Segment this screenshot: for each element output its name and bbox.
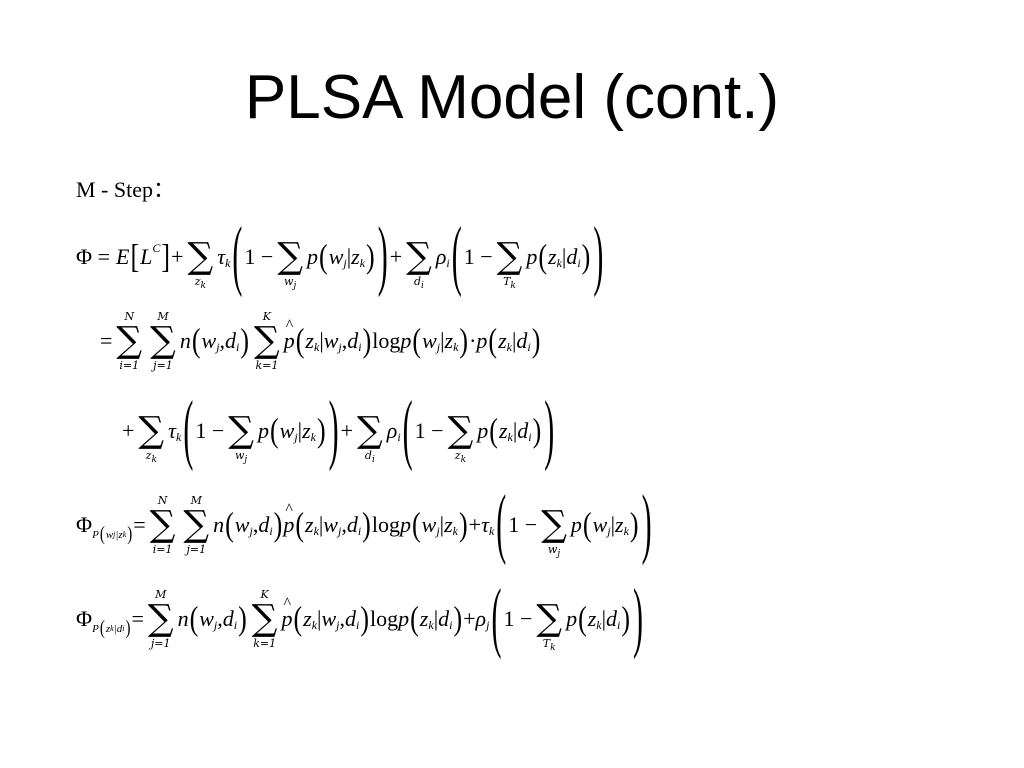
equation-phi-p-w-given-z: Φ P(wj|zk) = N∑i=1 M∑j=1 n(wj , di) p(zk… [76,480,654,570]
equation-phi-p-z-given-d: Φ P(zk|di) = M∑j=1 n(wj , di) K∑k=1 p(zk… [76,574,645,664]
m-step-label: M - Step： [76,177,176,202]
equation-expansion-line-1: = N∑i=1 M∑j=1 n(wj, di) K∑k=1 p(zk | wj,… [100,296,541,386]
slide-title: PLSA Model (cont.) [244,63,780,132]
